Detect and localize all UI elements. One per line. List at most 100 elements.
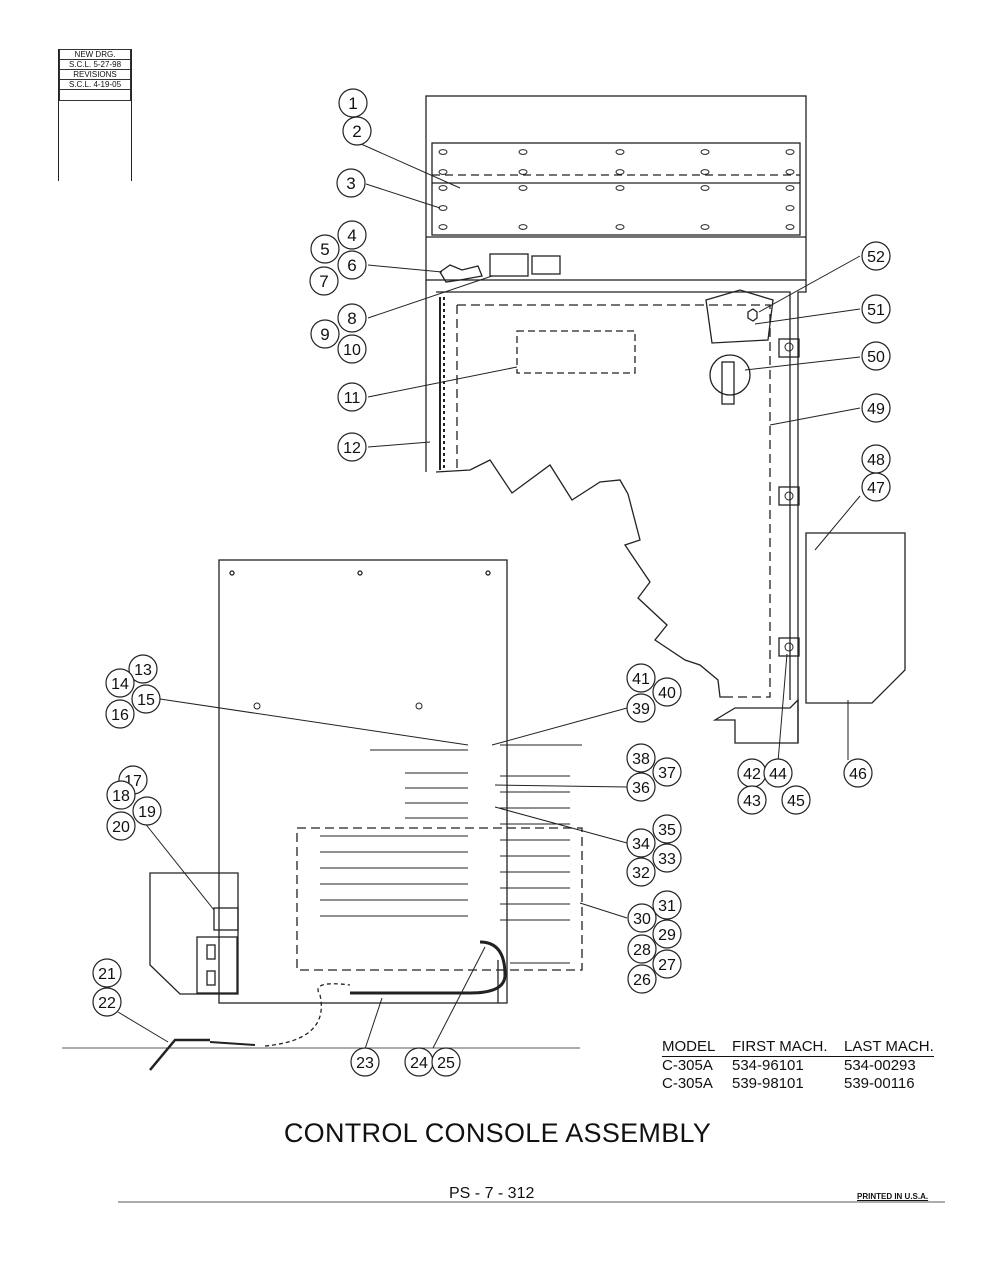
callout-number: 33 (658, 851, 676, 868)
revision-cell: NEW DRG. (59, 49, 131, 60)
callout-45: 45 (781, 785, 811, 815)
callout-20: 20 (106, 811, 136, 841)
table-row: C-305A 534-96101 534-00293 (662, 1057, 934, 1076)
callout-27: 27 (652, 949, 682, 979)
callout-42: 42 (737, 758, 767, 788)
callout-bubble (342, 116, 372, 146)
callout-bubble (626, 693, 656, 723)
callout-bubble (337, 382, 367, 412)
callout-number: 50 (867, 349, 885, 366)
printed-note: PRINTED IN U.S.A. (857, 1192, 929, 1201)
revision-cell-empty (59, 90, 131, 101)
callout-50: 50 (861, 341, 891, 371)
callout-43: 43 (737, 785, 767, 815)
callout-leaders (117, 143, 861, 1050)
callout-number: 19 (138, 804, 156, 821)
callout-bubble (310, 234, 340, 264)
callout-number: 39 (632, 701, 650, 718)
callout-number: 31 (658, 898, 676, 915)
callout-number: 47 (867, 480, 885, 497)
callout-bubble (626, 772, 656, 802)
callout-number: 6 (347, 256, 356, 275)
callout-number: 24 (410, 1055, 428, 1072)
callout-34: 34 (626, 828, 656, 858)
callout-1: 1 (338, 88, 368, 118)
callout-19: 19 (132, 796, 162, 826)
callout-18: 18 (106, 780, 136, 810)
callout-4: 4 (337, 220, 367, 250)
callout-number: 13 (134, 662, 152, 679)
cord-connector (149, 1038, 210, 1071)
terminal-group (296, 827, 583, 971)
callout-bubble (763, 758, 793, 788)
callout-49: 49 (861, 393, 891, 423)
callout-bubble (861, 241, 891, 271)
callout-bubble (627, 903, 657, 933)
callout-35: 35 (652, 814, 682, 844)
callout-51: 51 (861, 294, 891, 324)
callout-7: 7 (309, 266, 339, 296)
callout-number: 16 (111, 707, 129, 724)
junction-box (149, 872, 239, 995)
label-outline (516, 330, 636, 374)
callout-bubble (861, 294, 891, 324)
callout-48: 48 (861, 444, 891, 474)
callout-39: 39 (626, 693, 656, 723)
callout-number: 30 (633, 911, 651, 928)
callout-41: 41 (626, 663, 656, 693)
callout-8: 8 (337, 303, 367, 333)
callout-bubble (781, 785, 811, 815)
model-table: MODEL FIRST MACH. LAST MACH. C-305A 534-… (662, 1038, 934, 1093)
callout-number: 5 (320, 240, 329, 259)
callout-number: 1 (348, 94, 357, 113)
callout-bubble (626, 857, 656, 887)
callout-bubble (105, 668, 135, 698)
callout-number: 35 (658, 822, 676, 839)
callout-bubble (626, 828, 656, 858)
last-mach-header: LAST MACH. (844, 1038, 934, 1057)
callout-bubble (652, 890, 682, 920)
first-mach-cell: 539-98101 (732, 1075, 804, 1092)
callout-number: 20 (112, 819, 130, 836)
callout-29: 29 (652, 919, 682, 949)
callout-number: 18 (112, 788, 130, 805)
callout-number: 22 (98, 995, 116, 1012)
callout-bubble (861, 341, 891, 371)
callout-number: 26 (633, 972, 651, 989)
first-mach-header: FIRST MACH. (732, 1038, 844, 1057)
callout-32: 32 (626, 857, 656, 887)
callout-number: 8 (347, 309, 356, 328)
callout-23: 23 (350, 1047, 380, 1077)
callout-bubble (627, 934, 657, 964)
callout-bubble (652, 814, 682, 844)
callout-bubble (626, 743, 656, 773)
model-table-header: MODEL FIRST MACH. LAST MACH. (662, 1038, 934, 1057)
callout-number: 25 (437, 1055, 455, 1072)
callout-number: 21 (98, 966, 116, 983)
callout-bubble (652, 757, 682, 787)
callout-26: 26 (627, 964, 657, 994)
callout-number: 48 (867, 452, 885, 469)
callout-number: 38 (632, 751, 650, 768)
callout-bubble (843, 758, 873, 788)
callout-bubble (92, 958, 122, 988)
wire-harness (320, 744, 582, 964)
callout-31: 31 (652, 890, 682, 920)
callout-15: 15 (131, 684, 161, 714)
callout-bubble (337, 303, 367, 333)
door-hinge (439, 297, 445, 470)
callout-2: 2 (342, 116, 372, 146)
callout-number: 40 (658, 685, 676, 702)
cabinet-top-outline (425, 95, 807, 281)
callout-number: 28 (633, 942, 651, 959)
cover-plate (705, 289, 774, 344)
callout-number: 46 (849, 766, 867, 783)
lower-back-panel (62, 559, 945, 1203)
panel-cover (431, 142, 801, 236)
callout-bubble (350, 1047, 380, 1077)
callout-bubble (431, 1047, 461, 1077)
callout-30: 30 (627, 903, 657, 933)
